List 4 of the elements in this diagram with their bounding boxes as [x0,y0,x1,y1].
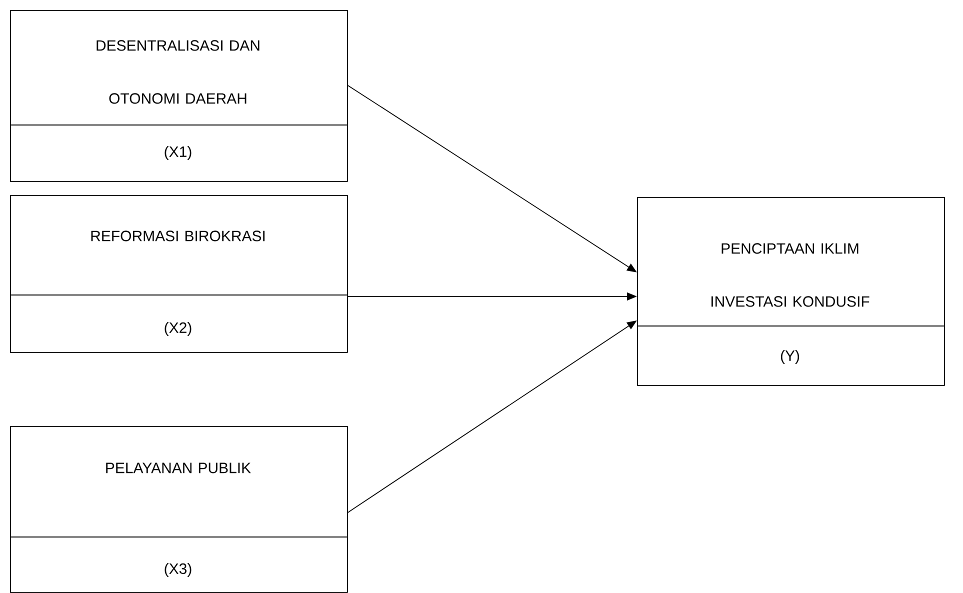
variable-box: DESENTRALISASI DAN OTONOMI DAERAH (X1) [10,10,348,182]
variable-box: PENCIPTAAN IKLIM INVESTASI KONDUSIF (Y) [636,197,945,386]
variable-box: REFORMASI BIROKRASI (X2) [10,195,348,353]
variable-box: PELAYANAN PUBLIK (X3) [10,426,348,593]
